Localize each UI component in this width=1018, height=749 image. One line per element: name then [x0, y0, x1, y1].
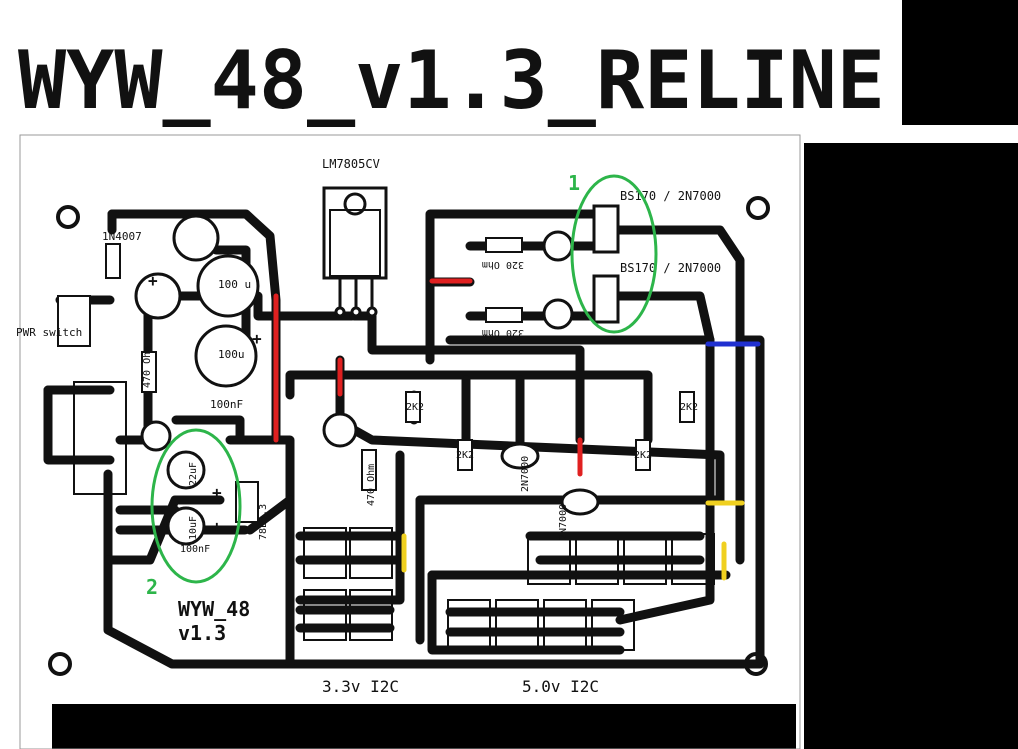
- cap-22uf: [166, 450, 206, 490]
- cap-100nf-a-label: 100nF: [210, 398, 243, 411]
- res-470-b-body: [361, 449, 377, 491]
- res-2k2-d-label: 2K2: [634, 450, 652, 461]
- ldo-78l33: 78L3.3: [235, 481, 269, 540]
- annotation-label-2: 2: [146, 575, 158, 599]
- cap-22uf-label: 22uF: [188, 462, 199, 486]
- led-4: [140, 420, 172, 452]
- black-block-top-right: [902, 0, 1018, 125]
- switch-label: PWR switch: [16, 326, 82, 339]
- mosfet-2-body: [592, 274, 620, 324]
- annotation-marks: [150, 174, 658, 584]
- power-connector: [73, 381, 127, 495]
- board-outline: [19, 134, 801, 749]
- power-switch: PWR switch: [16, 295, 91, 347]
- mounting-hole-top-right: [746, 196, 770, 220]
- mosfet-2-label: BS170 / 2N7000: [620, 261, 721, 275]
- polarity-plus-b: +: [252, 329, 262, 348]
- annotation-label-1: 1: [568, 171, 580, 195]
- mounting-hole-bottom-left: [48, 652, 72, 676]
- mosfet-small-b-label: 2N7000: [558, 504, 569, 540]
- mounting-hole-top-left: [56, 205, 80, 229]
- regulator-lm7805: LM7805CV: [322, 157, 388, 318]
- mosfet-small-a-label: 2N7000: [520, 456, 531, 492]
- led-1: [542, 230, 574, 262]
- trace-ground-loop: [103, 335, 765, 669]
- res-2k2-b-label: 2K2: [680, 402, 698, 413]
- res-2k2-d-body: [635, 439, 651, 471]
- regulator-label: LM7805CV: [322, 157, 380, 171]
- diode-label: 1N4007: [102, 230, 142, 243]
- res-470-a-label: 470 Ohm: [142, 346, 153, 388]
- res-2k2-c-label: 2K2: [456, 450, 474, 461]
- led-3: [322, 412, 358, 448]
- res-320-b-body: [485, 307, 523, 323]
- bus-3v3-label: 3.3v I2C: [322, 677, 399, 696]
- cap-top: [172, 214, 220, 262]
- led-2: [542, 298, 574, 330]
- trace-mosfet-1-drain: [425, 209, 599, 365]
- polarity-plus-c: +: [212, 483, 222, 502]
- res-2k2-b-body: [679, 391, 695, 423]
- cap-100nf-b-label: 100nF: [180, 544, 210, 555]
- i2c-headers: [303, 527, 715, 651]
- board-title: WYW_48_v1.3_RELINE: [18, 34, 885, 127]
- board-name-label: WYW_48: [178, 597, 250, 621]
- mosfet-1-label: BS170 / 2N7000: [620, 189, 721, 203]
- res-470-a-body: [141, 351, 157, 393]
- mosfet-small-b-body: [560, 488, 600, 516]
- black-block-right: [804, 143, 1018, 749]
- res-2k2-a-body: [405, 391, 421, 423]
- cap-100u-b: [194, 324, 258, 388]
- cap-10uf: [166, 506, 206, 546]
- mosfet-small-a-body: [500, 442, 540, 470]
- bus-5v-label: 5.0v I2C: [522, 677, 599, 696]
- mosfets: [140, 204, 620, 516]
- jumper-wires: [273, 278, 761, 581]
- annotation-ellipse-1: [570, 174, 658, 334]
- res-320-b-label: 320 Ohm: [482, 327, 524, 338]
- res-2k2-c-body: [457, 439, 473, 471]
- cap-left: [134, 272, 182, 320]
- ldo-label: 78L3.3: [258, 504, 269, 540]
- res-320-a-label: 320 Ohm: [482, 259, 524, 270]
- cap-100u-a: [196, 254, 260, 318]
- diode-body: [105, 243, 121, 279]
- black-block-bottom: [52, 704, 796, 749]
- res-470-b-label: 470 Ohm: [366, 464, 377, 506]
- cap-100u-b-label: 100u: [218, 348, 245, 361]
- board-version-label: v1.3: [178, 621, 226, 645]
- resistors: [105, 237, 695, 491]
- mosfet-1-body: [592, 204, 620, 254]
- cap-100u-a-label: 100 u: [218, 278, 251, 291]
- electrolytic-capacitors: [134, 214, 260, 546]
- cap-10uf-label: 10uF: [188, 516, 199, 540]
- annotation-ellipse-2: [150, 428, 242, 584]
- traces: [43, 209, 765, 669]
- polarity-plus-a: +: [148, 271, 158, 290]
- polarity-plus-d: +: [212, 517, 222, 536]
- res-2k2-a-label: 2K2: [406, 402, 424, 413]
- res-320-a-body: [485, 237, 523, 253]
